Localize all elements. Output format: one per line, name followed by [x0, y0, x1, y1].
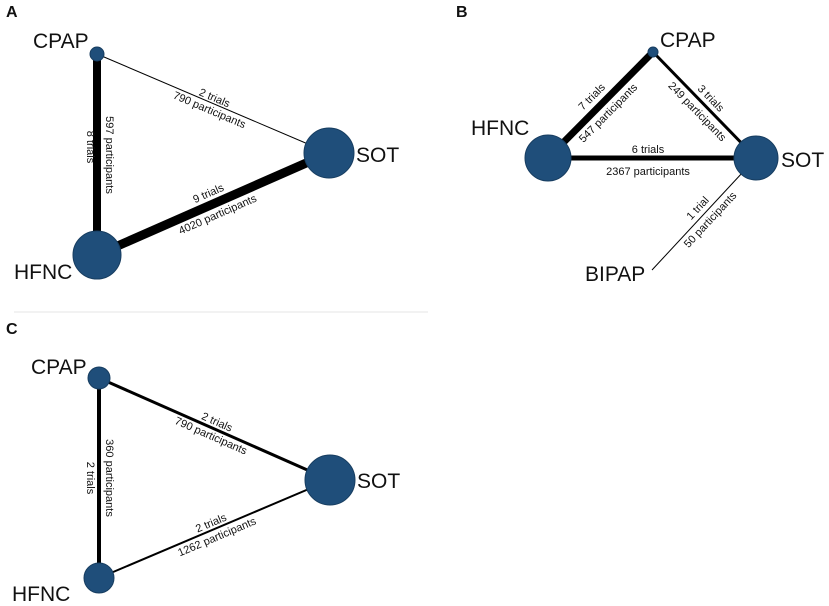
edge-sot-bipap	[651, 157, 757, 271]
label-cpap: CPAP	[660, 29, 716, 52]
label-sot: SOT	[781, 149, 824, 172]
label-sot: SOT	[357, 470, 400, 493]
edge-hfnc-sot	[98, 479, 331, 579]
label-cpap: CPAP	[31, 356, 87, 379]
node-cpap	[647, 46, 659, 58]
trials-cpap-hfnc: 2 trials	[84, 462, 96, 495]
label-hfnc: HFNC	[14, 261, 72, 284]
edge-label-cpap-hfnc: 2 trials 360 participants	[84, 439, 115, 517]
edge-cpap-sot	[96, 53, 330, 154]
panel-a-letter: A	[6, 4, 18, 21]
node-hfnc	[83, 562, 115, 594]
trials-cpap-hfnc: 8 trials	[84, 131, 96, 164]
node-cpap	[87, 366, 111, 390]
label-hfnc: HFNC	[12, 583, 70, 606]
edge-hfnc-cpap	[545, 49, 656, 161]
panel-a: A CPAP SOT HFNC 2 trials 790 participant…	[6, 4, 399, 284]
label-cpap: CPAP	[33, 30, 89, 53]
panel-b-letter: B	[456, 4, 468, 21]
trials-hfnc-sot: 6 trials	[632, 144, 665, 156]
edge-label-cpap-hfnc: 8 trials 597 participants	[84, 116, 115, 194]
node-sot	[733, 135, 779, 181]
participants-cpap-hfnc: 597 participants	[103, 116, 115, 194]
node-hfnc	[72, 230, 122, 280]
label-bipap: BIPAP	[585, 263, 645, 286]
edge-hfnc-sot	[95, 148, 331, 260]
panel-c-letter: C	[6, 321, 18, 338]
edge-label-cpap-sot: 2 trials 790 participants	[171, 87, 248, 132]
panel-b: B CPAP HFNC SOT BIPAP 7 trials 547 parti…	[456, 4, 824, 286]
participants-hfnc-cpap: 547 participants	[577, 81, 641, 145]
node-hfnc	[524, 134, 572, 182]
edge-label-hfnc-sot: 2 trials 1262 participants	[176, 512, 258, 560]
edge-cpap-sot	[651, 50, 758, 160]
label-sot: SOT	[356, 144, 399, 167]
node-sot	[303, 127, 355, 179]
label-hfnc: HFNC	[471, 117, 529, 140]
node-cpap	[89, 46, 105, 62]
panel-c: C CPAP SOT HFNC 2 trials 790 participant…	[6, 321, 400, 606]
participants-hfnc-sot: 2367 participants	[606, 166, 690, 178]
edge-cpap-sot	[98, 376, 331, 482]
participants-cpap-hfnc: 360 participants	[103, 439, 115, 517]
node-sot	[304, 454, 356, 506]
